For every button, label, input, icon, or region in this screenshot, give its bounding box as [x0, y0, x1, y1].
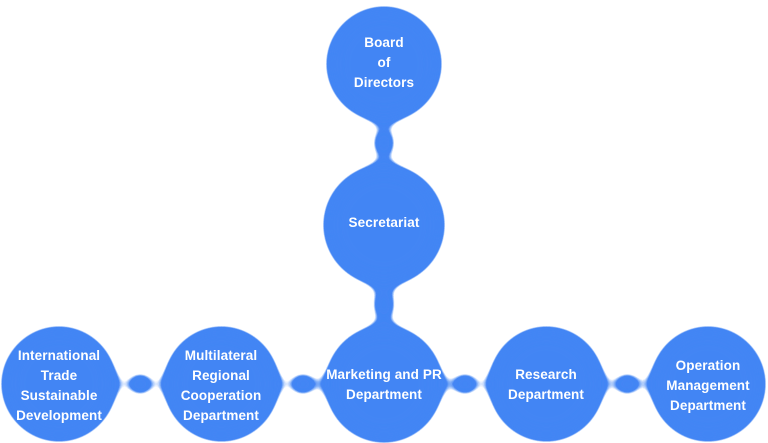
node-blob-secretariat [324, 165, 444, 285]
connector-cooperation-marketing [289, 371, 316, 397]
node-blob-cooperation [164, 327, 279, 441]
node-blob-board [327, 7, 441, 121]
connector-secretariat-marketing [371, 292, 397, 318]
node-blob-marketing [326, 326, 442, 442]
connector-marketing-research [452, 371, 479, 397]
node-blob-research [489, 327, 604, 441]
connector-research-operations [614, 371, 641, 397]
node-blob-trade [2, 327, 116, 441]
blob-group [2, 7, 765, 442]
connector-board-secretariat [371, 130, 397, 156]
node-blob-operations [651, 327, 765, 441]
connector-trade-cooperation [127, 371, 154, 397]
